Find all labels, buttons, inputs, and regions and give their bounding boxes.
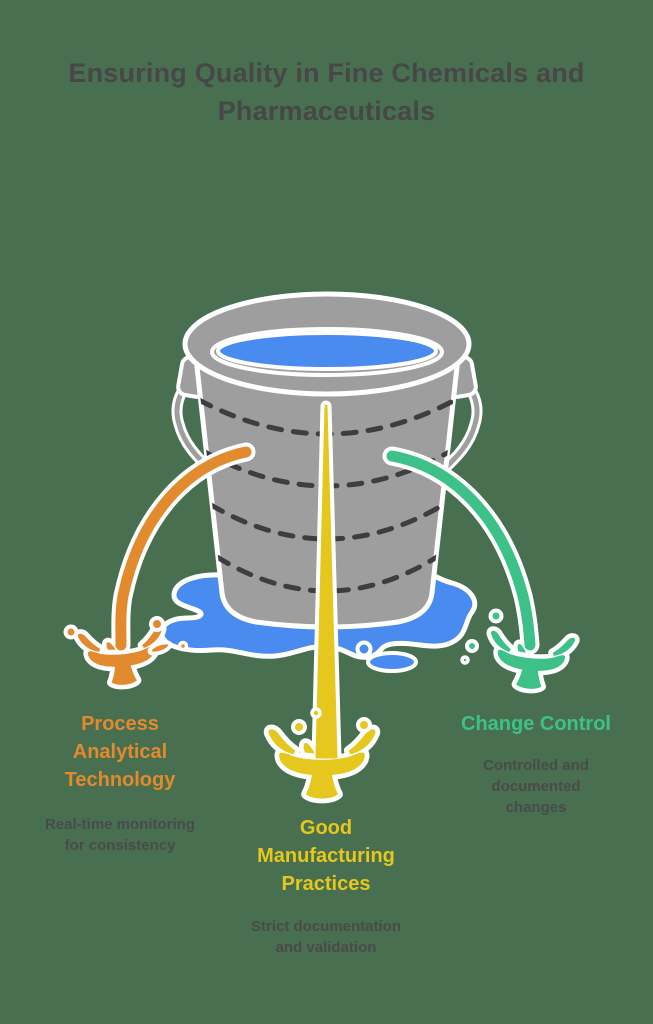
droplet xyxy=(488,608,504,624)
droplet xyxy=(147,640,173,656)
droplet xyxy=(356,717,372,733)
desc-good-manufacturing-practices: Strict documentation and validation xyxy=(250,918,401,956)
droplet xyxy=(465,639,479,653)
puddle-blob xyxy=(366,651,418,673)
desc-process-analytical-technology: Real-time monitoring for consistency xyxy=(44,816,195,854)
droplet xyxy=(310,707,322,719)
droplet xyxy=(149,616,165,632)
page-title: Ensuring Quality in Fine Chemicals and P… xyxy=(68,58,585,126)
desc-change-control: Controlled and documented changes xyxy=(483,757,589,816)
droplet xyxy=(177,640,189,652)
heading-change-control: Change Control xyxy=(461,713,611,735)
droplet xyxy=(460,655,470,665)
heading-good-manufacturing-practices: Good Manufacturing Practices xyxy=(257,817,395,895)
puddle-drop xyxy=(355,640,373,658)
droplet xyxy=(63,624,79,640)
stream-change-control xyxy=(382,446,575,692)
water-surface xyxy=(216,331,438,371)
heading-process-analytical-technology: Process Analytical Technology xyxy=(64,713,176,791)
droplet xyxy=(291,719,307,735)
stream-good-manufacturing-practices xyxy=(269,400,376,799)
stream-process-analytical-technology xyxy=(63,442,256,688)
